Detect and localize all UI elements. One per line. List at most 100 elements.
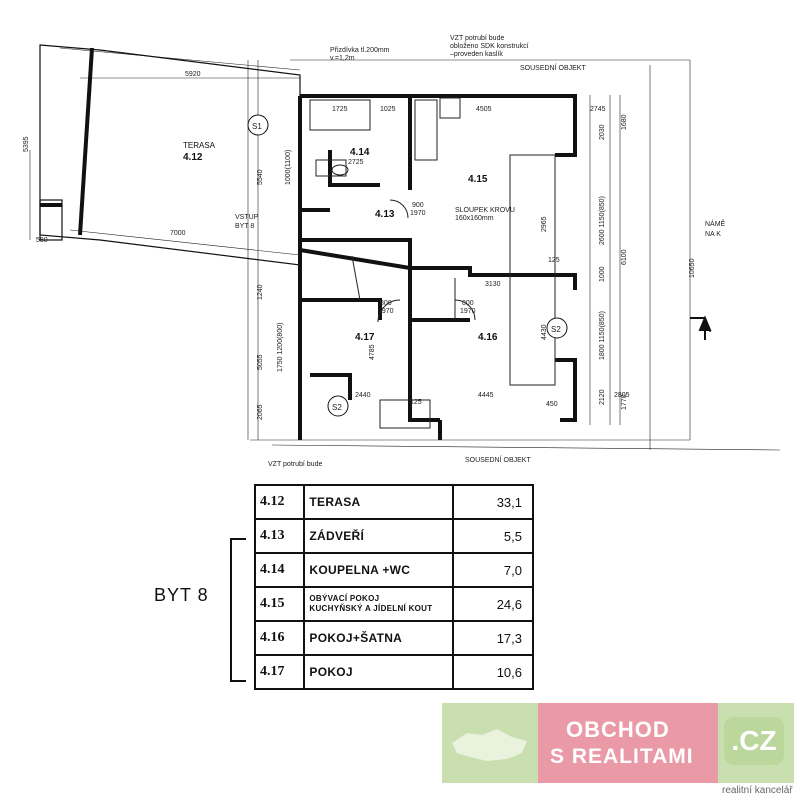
room-code: 4.17 xyxy=(253,654,306,690)
vzt-note-line3: –proveden kaslík xyxy=(450,51,503,58)
dim-1770: 1770 xyxy=(621,394,628,410)
dim-2030: 2030 xyxy=(599,124,606,140)
dim-1240: 1240 xyxy=(257,284,264,300)
room-4-13: 4.13 xyxy=(375,209,395,220)
room-area: 10,6 xyxy=(451,654,535,690)
room-area: 17,3 xyxy=(451,620,535,656)
marker-s1: S1 xyxy=(252,122,262,131)
room-name: TERASA xyxy=(303,484,454,520)
room-name: ZÁDVEŘÍ xyxy=(303,518,454,554)
dim-1800: 1800 1150(850) xyxy=(599,311,606,360)
czech-map-icon xyxy=(452,729,527,761)
dim-5540: 5540 xyxy=(257,169,264,185)
room-4-14: 4.14 xyxy=(350,147,370,158)
dim-10650: 10650 xyxy=(689,258,696,278)
dim-5395: 5395 xyxy=(23,136,30,152)
vzt-note-line1: VZT potrubí bude xyxy=(450,35,504,42)
neighbor-top-label: SOUSEDNÍ OBJEKT xyxy=(520,63,586,72)
dim-125: 125 xyxy=(410,399,422,406)
logo-line2: S REALITAMI xyxy=(550,745,694,768)
logo-subtitle: realitní kancelář xyxy=(722,785,793,796)
door-width: 900 xyxy=(412,202,424,209)
table-row: 4.16 POKOJ+ŠATNA 17,3 xyxy=(253,620,535,656)
room-code: 4.14 xyxy=(253,552,306,588)
column-note-line2: 160x160mm xyxy=(455,215,494,222)
door-height: 1970 xyxy=(460,308,476,315)
room-4-16: 4.16 xyxy=(478,332,498,343)
table-row: 4.12 TERASA 33,1 xyxy=(253,484,535,520)
entrance-note-line2: BYT 8 xyxy=(235,223,254,230)
logo-map-block xyxy=(442,703,538,783)
door-height: 1970 xyxy=(378,308,394,315)
dim-5920: 5920 xyxy=(185,71,201,78)
dim-6100: 6100 xyxy=(621,249,628,265)
dim-4505: 4505 xyxy=(476,106,492,113)
door-height: 1970 xyxy=(410,210,426,217)
table-row: 4.14 KOUPELNA +WC 7,0 xyxy=(253,552,535,588)
room-legend-table: 4.12 TERASA 33,1 4.13 ZÁDVEŘÍ 5,5 4.14 K… xyxy=(253,484,535,690)
dim-1025: 1025 xyxy=(380,106,396,113)
room-name: POKOJ+ŠATNA xyxy=(303,620,454,656)
vzt-note-line2: obloženo SDK konstrukcí xyxy=(450,43,529,50)
table-row: 4.13 ZÁDVEŘÍ 5,5 xyxy=(253,518,535,554)
room-name: OBÝVACÍ POKOJ KUCHYŇSKÝ A JÍDELNÍ KOUT xyxy=(303,586,454,622)
room-code: 4.16 xyxy=(253,620,306,656)
apartment-bracket xyxy=(230,538,246,682)
room-area: 5,5 xyxy=(451,518,535,554)
section-marker: A xyxy=(704,324,711,335)
terrace-label: TERASA xyxy=(183,141,216,150)
apartment-label: BYT 8 xyxy=(154,585,209,605)
prizdivka-note-line2: v.=1,2m xyxy=(330,55,355,62)
room-name-line1: OBÝVACÍ POKOJ xyxy=(309,594,380,603)
dim-580: 580 xyxy=(36,237,48,244)
dim-4430: 4430 xyxy=(541,324,548,340)
room-area: 24,6 xyxy=(451,586,535,622)
dim-2600: 2600 1150(850) xyxy=(599,196,606,245)
dim-2065: 2065 xyxy=(257,404,264,420)
dim-1680: 1680 xyxy=(621,114,628,130)
table-row: 4.17 POKOJ 10,6 xyxy=(253,654,535,690)
table-row: 4.15 OBÝVACÍ POKOJ KUCHYŇSKÝ A JÍDELNÍ K… xyxy=(253,586,535,622)
square-note-line1: NÁMĚ xyxy=(705,219,726,228)
room-area: 7,0 xyxy=(451,552,535,588)
square-note-line2: NA K xyxy=(705,231,721,238)
room-name: KOUPELNA +WC xyxy=(303,552,454,588)
dim-1000: 1000 xyxy=(599,266,606,282)
company-logo: OBCHOD S REALITAMI .CZ xyxy=(442,703,794,783)
marker-s2: S2 xyxy=(332,403,342,412)
dim-2725: 2725 xyxy=(348,159,364,166)
floor-plan: S1 S2 S2 A TERASA 4.12 4.13 4.14 4.15 4.… xyxy=(23,35,781,468)
room-4-12: 4.12 xyxy=(183,152,203,163)
dim-3130: 3130 xyxy=(485,281,501,288)
prizdivka-note-line1: Přizdívka tl.200mm xyxy=(330,47,390,54)
dim-125: 125 xyxy=(548,257,560,264)
dim-4445: 4445 xyxy=(478,392,494,399)
dim-2965: 2965 xyxy=(541,216,548,232)
room-name: POKOJ xyxy=(303,654,454,690)
dim-1000-1100: 1000(1100) xyxy=(285,150,292,185)
vzt-bottom-note: VZT potrubí bude xyxy=(268,461,322,468)
dim-7000: 7000 xyxy=(170,230,186,237)
dim-2805: 2805 xyxy=(614,392,630,399)
room-code: 4.15 xyxy=(253,586,306,622)
room-code: 4.12 xyxy=(253,484,306,520)
dim-5055: 5055 xyxy=(257,354,264,370)
marker-s2: S2 xyxy=(551,325,561,334)
logo-line1: OBCHOD xyxy=(566,717,670,742)
door-width: 800 xyxy=(380,300,392,307)
room-code: 4.13 xyxy=(253,518,306,554)
dim-2745: 2745 xyxy=(590,106,606,113)
room-4-15: 4.15 xyxy=(468,174,488,185)
dim-2120: 2120 xyxy=(599,389,606,405)
dim-450: 450 xyxy=(546,401,558,408)
entrance-note-line1: VSTUP xyxy=(235,214,259,221)
room-name-line2: KUCHYŇSKÝ A JÍDELNÍ KOUT xyxy=(309,604,433,613)
logo-domain: .CZ xyxy=(724,717,784,765)
neighbor-bottom-label: SOUSEDNÍ OBJEKT xyxy=(465,455,531,464)
room-area: 33,1 xyxy=(451,484,535,520)
dim-4785: 4785 xyxy=(369,344,376,360)
door-width: 800 xyxy=(462,300,474,307)
dim-1725: 1725 xyxy=(332,106,348,113)
logo-text-block xyxy=(538,703,718,783)
dim-1750-1200: 1750 1200(800) xyxy=(277,323,284,372)
